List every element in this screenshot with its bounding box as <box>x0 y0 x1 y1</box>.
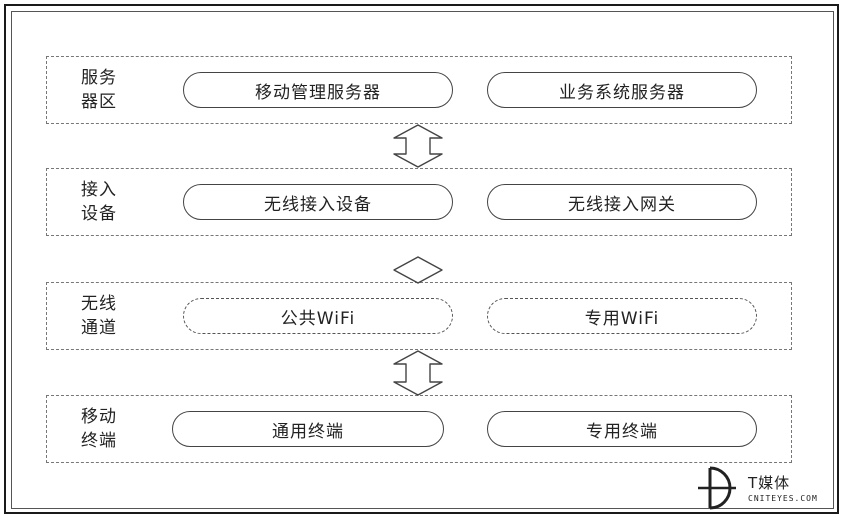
node-wireless-access-gateway: 无线接入网关 <box>487 184 757 220</box>
node-business-system-server: 业务系统服务器 <box>487 72 757 108</box>
outer-frame <box>4 4 839 514</box>
layer-server-zone: 服务 器区 移动管理服务器 业务系统服务器 <box>46 56 792 124</box>
layer-wireless-channel: 无线 通道 公共WiFi 专用WiFi <box>46 282 792 350</box>
node-dedicated-terminal: 专用终端 <box>487 411 757 447</box>
node-wireless-access-device: 无线接入设备 <box>183 184 453 220</box>
bidirectional-arrow-icon <box>393 124 443 168</box>
layer-label-server-zone: 服务 器区 <box>81 68 117 112</box>
layer-label-mobile-terminals: 移动 终端 <box>81 407 117 451</box>
node-public-wifi: 公共WiFi <box>183 298 453 334</box>
watermark-logo-icon <box>698 466 736 510</box>
layer-mobile-terminals: 移动 终端 通用终端 专用终端 <box>46 395 792 463</box>
watermark-brand: T媒体 <box>748 474 791 492</box>
inner-frame <box>11 11 834 509</box>
node-general-terminal: 通用终端 <box>172 411 444 447</box>
node-mobile-management-server: 移动管理服务器 <box>183 72 453 108</box>
layer-access-devices: 接入 设备 无线接入设备 无线接入网关 <box>46 168 792 236</box>
layer-label-access-devices: 接入 设备 <box>81 180 117 224</box>
watermark-sub: CNITEYES.COM <box>748 494 818 503</box>
node-private-wifi: 专用WiFi <box>487 298 757 334</box>
layer-label-wireless-channel: 无线 通道 <box>81 294 117 338</box>
bidirectional-arrow-icon <box>393 350 443 396</box>
bidirectional-arrow-icon <box>393 256 443 284</box>
